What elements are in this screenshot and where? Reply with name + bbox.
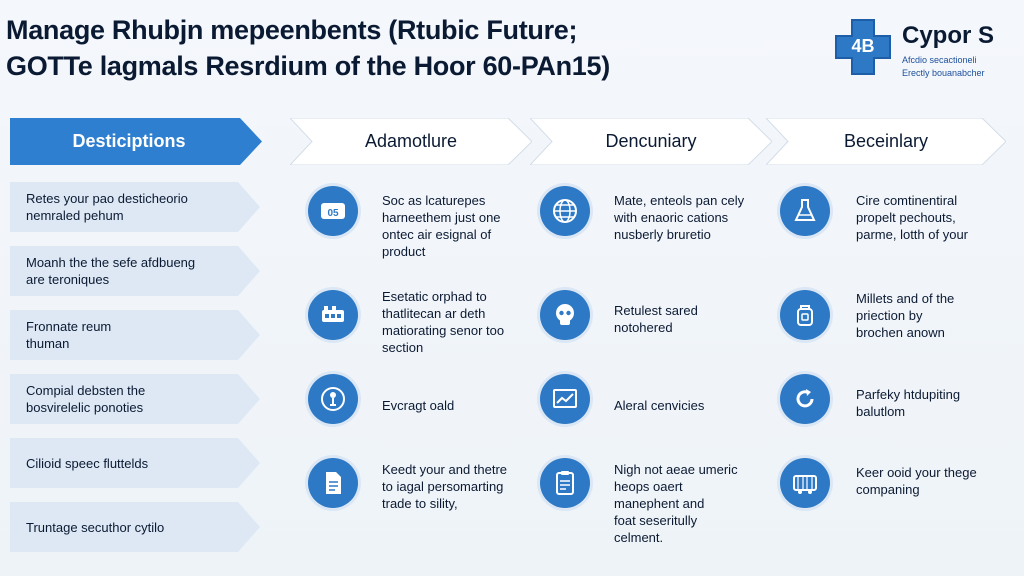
description-item-label: Moanh the the sefe afdbueng are teroniqu… <box>26 255 196 287</box>
description-item-label: Retes your pao desticheorio nemraled peh… <box>26 191 188 223</box>
page-title: Manage Rhubjn mepeenbents (Rtubic Future… <box>6 12 766 84</box>
column-header-2: Dencuniary <box>530 118 772 165</box>
cell-text: Parfeky htdupiting balutlom <box>856 387 961 419</box>
description-item-label: Fronnate reum thuman <box>26 319 112 351</box>
cell-text: Millets and of the priection by brochen … <box>856 291 955 340</box>
cell-text: Soc as lcaturepes harneethem just one on… <box>382 193 501 259</box>
truck-icon <box>780 458 830 508</box>
description-item-label: Compial debsten the bosvirelelic ponotie… <box>26 383 146 415</box>
clipboard-icon <box>540 458 590 508</box>
cell-text: Aleral cenvicies <box>614 398 705 413</box>
cell-text: Retulest sared notohered <box>614 303 698 335</box>
descriptions-header-label: Desticiptions <box>72 131 186 151</box>
description-item-5: Cilioid speec fluttelds <box>10 438 260 488</box>
brand-subtitle: Afcdio secactioneli Erectly bouanabcher <box>902 54 985 80</box>
description-item-1: Retes your pao desticheorio nemraled peh… <box>10 182 260 232</box>
column-header-3: Beceinlary <box>766 118 1006 165</box>
description-item-4: Compial debsten the bosvirelelic ponotie… <box>10 374 260 424</box>
column-header-label: Adamotlure <box>364 131 458 151</box>
title-line-2: GOTTe lagmals Resrdium of the Hoor 60-PA… <box>6 51 610 81</box>
brand-sub-line-2: Erectly bouanabcher <box>902 68 985 78</box>
description-item-3: Fronnate reum thuman <box>10 310 260 360</box>
person-pin-icon <box>308 374 358 424</box>
chart-icon <box>540 374 590 424</box>
cell-text: Mate, enteols pan cely with enaoric cati… <box>614 193 745 242</box>
cell-text: Nigh not aeae umeric heops oaert manephe… <box>614 462 738 545</box>
descriptions-header: Desticiptions <box>10 118 262 165</box>
globe-icon <box>540 186 590 236</box>
description-item-label: Truntage secuthor cytilo <box>26 519 165 535</box>
cell-text: Keer ooid your thege companing <box>856 465 977 497</box>
column-header-label: Dencuniary <box>605 131 697 151</box>
cell-text: Evcragt oald <box>382 398 455 413</box>
description-item-label: Cilioid speec fluttelds <box>26 455 149 471</box>
cell-text: Esetatic orphad to thatlitecan ar deth m… <box>382 289 505 355</box>
description-item-6: Truntage secuthor cytilo <box>10 502 260 552</box>
flask-icon <box>780 186 830 236</box>
svg-text:05: 05 <box>327 208 339 219</box>
brand-block: 4B Cypor S Afcdio secactioneli Erectly b… <box>832 16 1022 86</box>
column-header-label: Beceinlary <box>843 131 929 151</box>
skull-icon <box>540 290 590 340</box>
brand-sub-line-1: Afcdio secactioneli <box>902 55 977 65</box>
refresh-icon <box>780 374 830 424</box>
description-item-2: Moanh the the sefe afdbueng are teroniqu… <box>10 246 260 296</box>
brand-name: Cypor S <box>902 22 995 49</box>
bag-icon <box>780 290 830 340</box>
brand-logo-icon <box>835 19 891 75</box>
cell-text: Keedt your and thetre to iagal persomart… <box>382 462 508 511</box>
column-header-1: Adamotlure <box>290 118 532 165</box>
cell-text: Cire comtinentiral propelt pechouts, par… <box>856 193 968 242</box>
factory-icon <box>308 290 358 340</box>
ticket-icon: 05 <box>308 186 358 236</box>
title-line-1: Manage Rhubjn mepeenbents (Rtubic Future… <box>6 15 578 45</box>
brand-logo-text: 4B <box>851 36 875 56</box>
document-icon <box>308 458 358 508</box>
